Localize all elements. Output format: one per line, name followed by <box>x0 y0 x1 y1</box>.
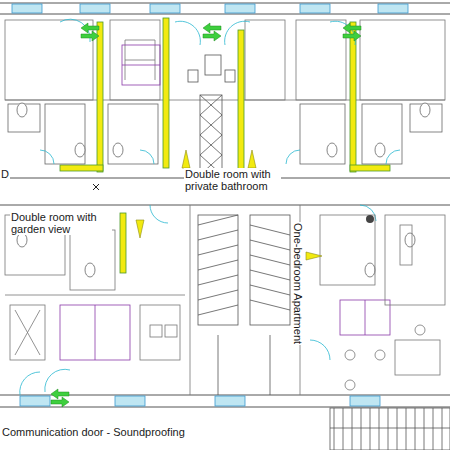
room-label: D <box>0 168 10 180</box>
room-label: One-bedroom Apartment <box>292 222 304 345</box>
room-label: Double room with garden view <box>10 211 112 235</box>
room-label: Double room with private bathroom <box>184 168 281 192</box>
room-label: Communication door - Soundproofing <box>1 426 186 438</box>
